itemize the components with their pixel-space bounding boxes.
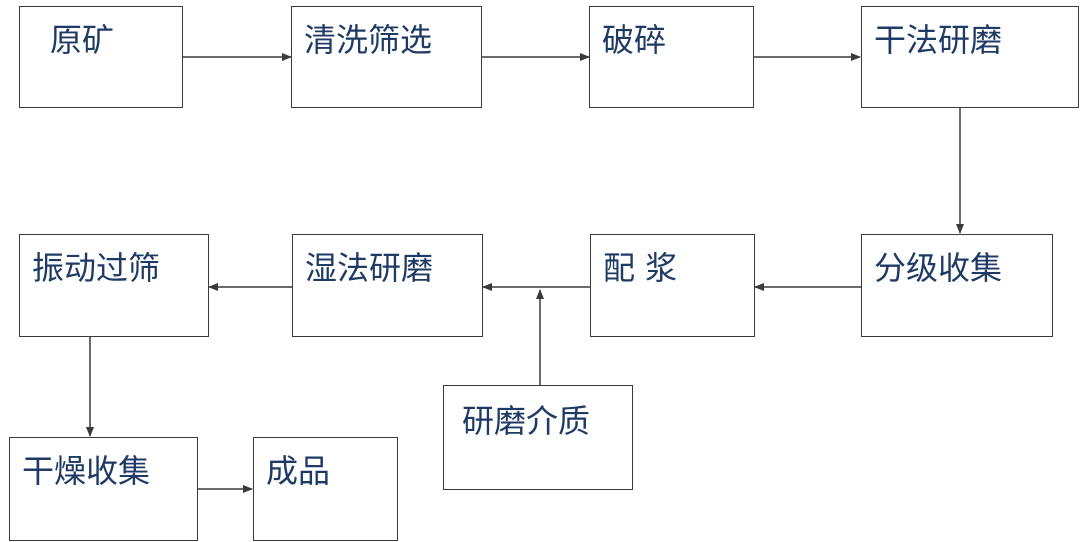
- node-ore-label: 原矿: [50, 21, 115, 59]
- node-dry-milling: 干法研磨: [861, 6, 1079, 108]
- node-grinding-media-label: 研磨介质: [462, 402, 591, 440]
- node-vibrating-screen: 振动过筛: [19, 234, 209, 337]
- node-dry-collect: 干燥收集: [9, 437, 198, 541]
- node-wet-milling-label: 湿法研磨: [305, 249, 434, 287]
- node-slurry: 配 浆: [590, 234, 755, 337]
- node-crush-label: 破碎: [602, 21, 667, 59]
- node-ore: 原矿: [19, 6, 183, 108]
- node-product-label: 成品: [266, 452, 331, 490]
- node-wet-milling: 湿法研磨: [292, 234, 483, 337]
- node-dry-milling-label: 干法研磨: [874, 21, 1003, 59]
- node-classify-collect: 分级收集: [861, 234, 1053, 337]
- node-grinding-media: 研磨介质: [443, 385, 633, 490]
- node-classify-collect-label: 分级收集: [874, 249, 1003, 287]
- node-product: 成品: [253, 437, 398, 541]
- node-slurry-label: 配 浆: [603, 249, 678, 287]
- node-dry-collect-label: 干燥收集: [22, 452, 151, 490]
- node-wash-screen: 清洗筛选: [291, 6, 482, 108]
- node-vibrating-screen-label: 振动过筛: [32, 249, 161, 287]
- node-wash-screen-label: 清洗筛选: [304, 21, 433, 59]
- node-crush: 破碎: [589, 6, 754, 108]
